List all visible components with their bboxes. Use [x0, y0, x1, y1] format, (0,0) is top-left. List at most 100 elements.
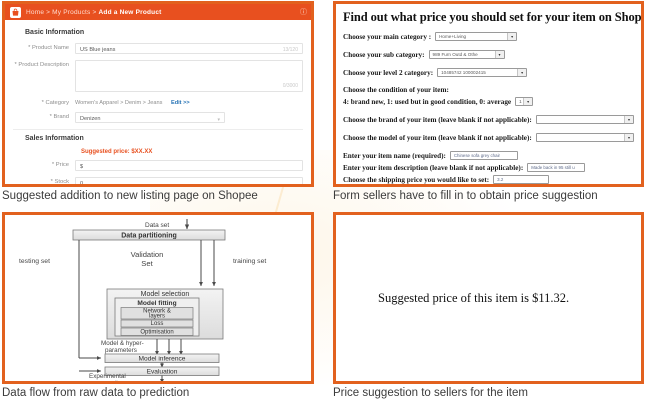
- basic-information-heading: Basic Information: [25, 29, 85, 36]
- item-name-label: Enter your item name (required):: [343, 151, 446, 160]
- shipping-price-label: Choose the shipping price you would like…: [343, 175, 490, 184]
- product-name-label: * Product Name: [28, 45, 69, 51]
- row-condition-label: Choose the condition of your item:: [343, 86, 634, 94]
- item-brand-label: Choose the brand of your item (leave bla…: [343, 115, 532, 124]
- price-input[interactable]: $: [75, 160, 303, 171]
- product-description-textarea[interactable]: 0/3000: [75, 60, 303, 92]
- category-value-row: Women's Apparel > Denim > Jeans Edit >>: [75, 98, 303, 106]
- caption-bottom-right: Price suggestion to sellers for the item: [333, 387, 528, 399]
- svg-text:results: results: [103, 380, 122, 381]
- level2-category-select[interactable]: 10485742 100002415 ▾: [437, 68, 528, 77]
- level2-category-label: Choose your level 2 category:: [343, 68, 434, 77]
- price-form-frame: Find out what price you should set for y…: [333, 1, 644, 187]
- node-data-partitioning: Data partitioning: [121, 232, 177, 239]
- breadcrumb-my-products[interactable]: My Products: [52, 8, 91, 16]
- node-training-set: training set: [233, 258, 266, 265]
- node-experimental-results: Experimental: [89, 373, 126, 380]
- panel-price-suggestion: Suggested price of this item is $11.32. …: [333, 212, 644, 400]
- item-description-input[interactable]: Made back in 95 still u: [527, 163, 586, 172]
- item-description-label: Enter your item description (leave blank…: [343, 163, 524, 172]
- sub-category-select[interactable]: 989 Furn Outd & Othe ▾: [428, 50, 505, 59]
- condition-select[interactable]: 1 ▾: [515, 97, 534, 106]
- sub-category-label: Choose your sub category:: [343, 50, 425, 59]
- shipping-price-value: 3.2: [497, 177, 504, 182]
- breadcrumb: Home > My Products > Add a New Product: [26, 9, 162, 16]
- row-category: * Category Women's Apparel > Denim > Jea…: [13, 98, 303, 106]
- category-edit-link[interactable]: Edit >>: [170, 100, 190, 106]
- suggested-price-note: Suggested price: $XX.XX: [81, 149, 153, 155]
- condition-scale-label: 4: brand new, 1: used but in good condit…: [343, 97, 512, 106]
- condition-label: Choose the condition of your item:: [343, 86, 449, 94]
- node-optimisation: Optimisation: [140, 330, 173, 336]
- node-model-selection: Model selection: [141, 291, 190, 298]
- row-condition-select: 4: brand new, 1: used but in good condit…: [343, 97, 634, 106]
- product-name-counter: 13/120: [282, 47, 298, 53]
- category-label: * Category: [41, 100, 69, 106]
- panel-price-form: Find out what price you should set for y…: [333, 1, 644, 203]
- section-divider: [13, 129, 303, 130]
- help-icon[interactable]: ⓘ: [300, 9, 307, 16]
- row-product-name: * Product Name US Blue jeans 13/120: [13, 43, 303, 54]
- node-testing-set: testing set: [19, 258, 50, 265]
- stock-value: 0: [80, 181, 84, 187]
- node-network-layers: Network &: [143, 309, 171, 315]
- node-model-hyperparameters: Model & hyper-: [101, 340, 144, 347]
- listing-form-sheet: Basic Information * Product Name US Blue…: [5, 20, 311, 187]
- sub-category-value: 989 Furn Outd & Othe: [432, 52, 478, 57]
- row-item-name: Enter your item name (required): Chinese…: [343, 151, 634, 160]
- brand-value: Denizen: [80, 116, 101, 122]
- category-value: Women's Apparel > Denim > Jeans: [75, 100, 163, 106]
- chevron-down-icon: ▾: [523, 98, 533, 105]
- product-name-input[interactable]: US Blue jeans 13/120: [75, 43, 303, 54]
- chevron-down-icon: ▾: [217, 117, 220, 123]
- breadcrumb-sep-1: >: [46, 8, 51, 16]
- row-item-description: Enter your item description (leave blank…: [343, 163, 634, 172]
- caption-top-right: Form sellers have to fill in to obtain p…: [333, 190, 598, 202]
- shopee-bag-icon: [10, 6, 21, 18]
- row-sub-category: Choose your sub category: 989 Furn Outd …: [343, 50, 634, 59]
- svg-text:layers: layers: [149, 314, 165, 320]
- row-product-description: * Product Description 0/3000: [13, 60, 303, 92]
- shipping-price-input[interactable]: 3.2: [493, 175, 550, 184]
- brand-label: * Brand: [49, 114, 69, 120]
- caption-top-left: Suggested addition to new listing page o…: [2, 190, 258, 202]
- stock-label: * Stock: [50, 179, 69, 185]
- chevron-down-icon: ▾: [507, 33, 517, 40]
- product-description-label: * Product Description: [14, 62, 69, 68]
- breadcrumb-home[interactable]: Home: [26, 8, 45, 16]
- item-model-label: Choose the model of your item (leave bla…: [343, 133, 532, 142]
- row-level2-category: Choose your level 2 category: 10485742 1…: [343, 68, 634, 77]
- chevron-down-icon: ▾: [624, 116, 633, 123]
- row-brand: Choose the brand of your item (leave bla…: [343, 115, 634, 124]
- price-suggestion-message: Suggested price of this item is $11.32.: [378, 290, 570, 305]
- item-brand-select[interactable]: ▾: [535, 115, 634, 124]
- item-name-input[interactable]: Chinese sofa grey chair: [449, 151, 518, 160]
- breadcrumb-sep-2: >: [92, 8, 97, 16]
- stock-input[interactable]: 0: [75, 177, 303, 187]
- sales-information-heading: Sales Information: [25, 135, 84, 142]
- node-validation-set: Validation: [131, 250, 164, 259]
- dataflow-svg-wrap: Data set Data partitioning testing set V…: [5, 215, 311, 381]
- price-label: * Price: [51, 162, 69, 168]
- node-model-fitting: Model fitting: [137, 300, 176, 307]
- dataflow-frame: Data set Data partitioning testing set V…: [2, 212, 314, 384]
- row-price: * Price $: [13, 160, 303, 171]
- chevron-down-icon: ▾: [494, 51, 504, 58]
- level2-category-value: 10485742 100002415: [441, 70, 486, 75]
- shopee-topbar: Home > My Products > Add a New Product ⓘ: [5, 4, 311, 20]
- product-description-counter: 0/3000: [282, 83, 298, 89]
- row-model: Choose the model of your item (leave bla…: [343, 133, 634, 142]
- svg-text:parameters: parameters: [105, 347, 137, 354]
- item-model-select[interactable]: ▾: [535, 133, 634, 142]
- item-name-value: Chinese sofa grey chair: [453, 153, 501, 158]
- shopee-listing-frame: Home > My Products > Add a New Product ⓘ…: [2, 1, 314, 187]
- node-loss: Loss: [151, 321, 164, 327]
- brand-select[interactable]: Denizen ▾: [75, 112, 225, 123]
- main-category-label: Choose your main category :: [343, 32, 432, 41]
- main-category-select[interactable]: Home+Living ▾: [435, 32, 518, 41]
- panel-shopee-listing: Home > My Products > Add a New Product ⓘ…: [2, 1, 314, 203]
- price-suggestion-frame: Suggested price of this item is $11.32.: [333, 212, 644, 384]
- breadcrumb-current: Add a New Product: [98, 8, 162, 16]
- caption-bottom-left: Data flow from raw data to prediction: [2, 387, 190, 399]
